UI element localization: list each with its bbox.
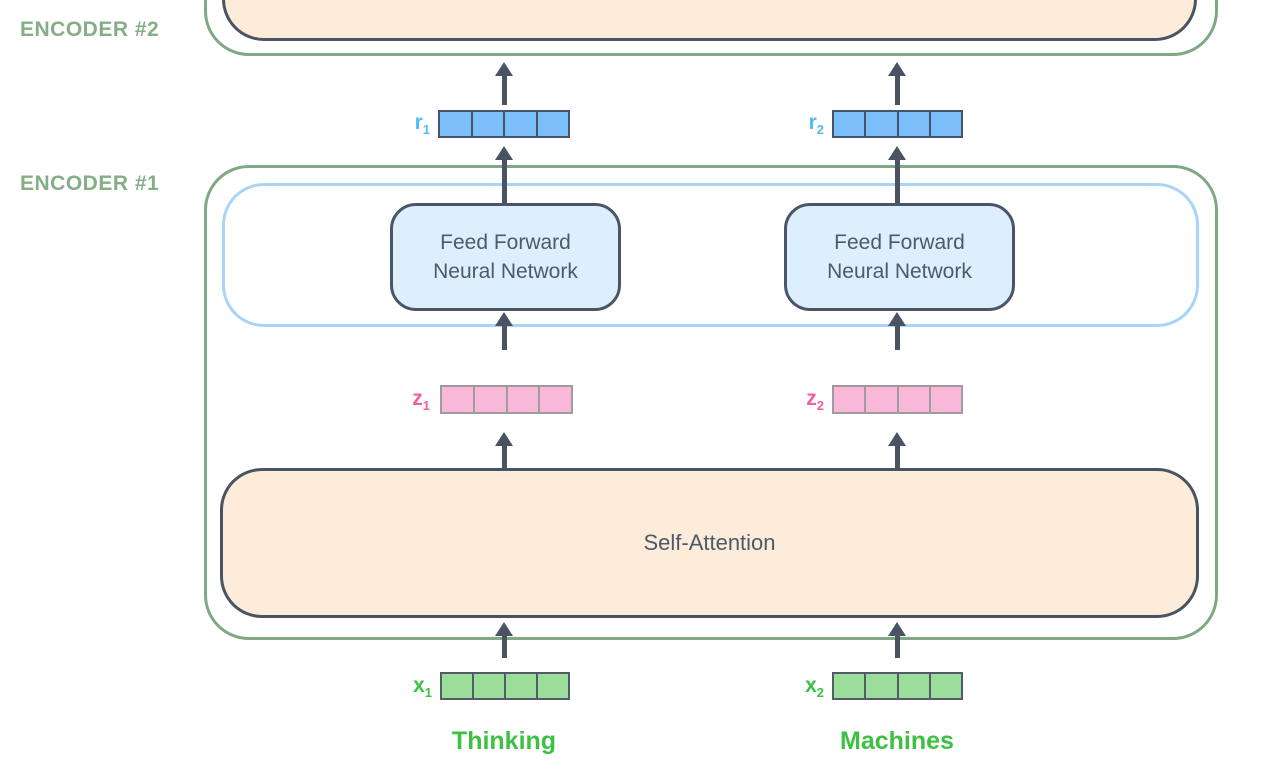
arrowhead-up-icon: [888, 62, 906, 76]
arrowhead-up-icon: [888, 432, 906, 446]
vector-cell: [866, 112, 899, 136]
vector-cell: [866, 674, 899, 698]
arrow-selfattention-to-z1: [495, 432, 513, 468]
arrowhead-up-icon: [888, 622, 906, 636]
arrow-selfattention-to-z2: [888, 432, 906, 468]
vector-cell: [931, 387, 961, 412]
ffnn-text-line2: Neural Network: [827, 260, 972, 283]
label-subscript: 1: [422, 398, 430, 414]
label-subscript: 2: [816, 122, 824, 138]
arrowhead-up-icon: [495, 146, 513, 160]
label-base: z: [806, 387, 817, 410]
arrowhead-up-icon: [888, 146, 906, 160]
vector-cell: [834, 112, 867, 136]
z1-vector: [440, 385, 573, 414]
arrow-shaft: [501, 76, 507, 105]
vector-cell: [834, 387, 867, 412]
ffnn-text-line1: Feed Forward: [834, 231, 965, 254]
label-base: x: [805, 674, 817, 697]
x2-vector-label: x2: [786, 671, 824, 708]
input-token-thinking: Thinking: [451, 727, 557, 755]
ffnn-text-line1: Feed Forward: [440, 231, 571, 254]
r1-vector-label: r1: [392, 108, 430, 145]
vector-cell: [899, 112, 931, 136]
arrow-shaft: [894, 446, 900, 468]
input-token-machines: Machines: [840, 727, 954, 755]
arrow-x2-to-selfattention: [888, 622, 906, 658]
ffnn-layer-container: [222, 183, 1199, 327]
vector-cell: [538, 674, 568, 698]
vector-cell: [899, 674, 931, 698]
arrow-r2-to-encoder2: [888, 62, 906, 105]
vector-cell: [834, 674, 867, 698]
encoder2-label: ENCODER #2: [20, 18, 160, 41]
vector-cell: [931, 112, 961, 136]
arrow-shaft: [894, 326, 900, 350]
label-subscript: 2: [816, 398, 824, 414]
arrow-shaft: [501, 326, 507, 350]
label-base: z: [412, 387, 423, 410]
vector-cell: [474, 674, 506, 698]
r1-vector: [438, 110, 570, 138]
label-base: x: [413, 674, 425, 697]
vector-cell: [506, 674, 538, 698]
ffnn-text-line2: Neural Network: [433, 260, 578, 283]
x2-vector: [832, 672, 963, 700]
arrowhead-up-icon: [495, 432, 513, 446]
arrow-z1-to-ffnn1: [495, 312, 513, 350]
vector-cell: [505, 112, 538, 136]
arrowhead-up-icon: [495, 622, 513, 636]
vector-cell: [473, 112, 505, 136]
arrow-x1-to-selfattention: [495, 622, 513, 658]
arrow-ffnn1-to-r1: [495, 146, 513, 203]
label-subscript: 2: [816, 685, 824, 701]
vector-cell: [440, 112, 473, 136]
vector-cell: [475, 387, 508, 412]
self-attention-label: Self-Attention: [643, 530, 776, 555]
vector-cell: [508, 387, 541, 412]
arrow-shaft: [894, 636, 900, 658]
label-subscript: 1: [422, 122, 430, 138]
encoder1-label: ENCODER #1: [20, 172, 160, 195]
r2-vector: [832, 110, 963, 138]
arrowhead-up-icon: [495, 312, 513, 326]
label-subscript: 1: [424, 685, 432, 701]
vector-cell: [899, 387, 931, 412]
arrowhead-up-icon: [888, 312, 906, 326]
vector-cell: [931, 674, 961, 698]
vector-cell: [442, 674, 474, 698]
arrow-shaft: [501, 446, 507, 468]
vector-cell: [538, 112, 569, 136]
arrow-ffnn2-to-r2: [888, 146, 906, 203]
arrow-z2-to-ffnn2: [888, 312, 906, 350]
arrow-shaft: [501, 636, 507, 658]
arrow-shaft: [501, 160, 507, 203]
label-base: r: [808, 111, 817, 134]
vector-cell: [540, 387, 571, 412]
r2-vector-label: r2: [786, 108, 824, 145]
arrowhead-up-icon: [495, 62, 513, 76]
z1-vector-label: z1: [392, 384, 430, 421]
label-base: r: [414, 111, 423, 134]
ffnn-box-2: Feed Forward Neural Network: [784, 203, 1015, 311]
arrow-shaft: [894, 160, 900, 203]
encoder1-outline: [204, 165, 1218, 640]
vector-cell: [442, 387, 475, 412]
self-attention-box: Self-Attention: [220, 468, 1199, 618]
arrow-shaft: [894, 76, 900, 105]
x1-vector-label: x1: [394, 671, 432, 708]
vector-cell: [866, 387, 899, 412]
z2-vector-label: z2: [786, 384, 824, 421]
z2-vector: [832, 385, 963, 414]
x1-vector: [440, 672, 570, 700]
ffnn-box-1: Feed Forward Neural Network: [390, 203, 621, 311]
arrow-r1-to-encoder2: [495, 62, 513, 105]
encoder2-self-attention-box: [222, 0, 1197, 41]
